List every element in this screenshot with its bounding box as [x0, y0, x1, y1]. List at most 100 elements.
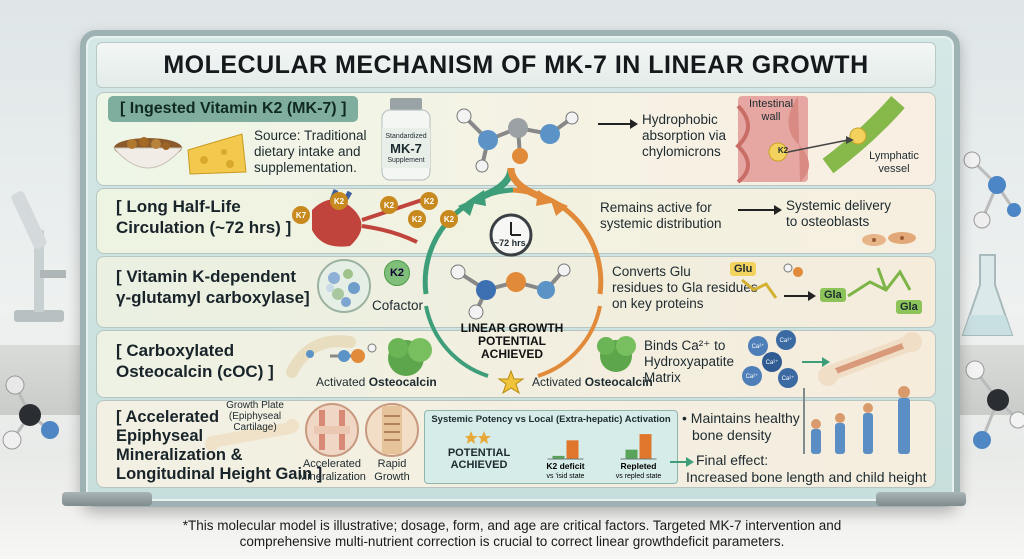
- branch-arrows: [466, 167, 556, 206]
- row5-header-line-4: Longitudinal Height Gain ]: [116, 465, 323, 483]
- row1-source-line-3: supplementation.: [254, 160, 357, 175]
- microscope-icon: [11, 191, 66, 322]
- arrow-right-icon: [598, 119, 638, 129]
- ca-ion: Ca²⁺: [778, 368, 798, 388]
- k2-token: K7: [292, 206, 310, 224]
- arrow-right-icon: [784, 291, 816, 301]
- potential-stars-icon: [465, 431, 491, 444]
- arrow-right-icon: [802, 357, 830, 367]
- row5-final-line-1: Final effect:: [696, 452, 769, 468]
- star-icon: [497, 369, 525, 395]
- row4-binds-line-2: Hydroxyapatite: [644, 354, 735, 369]
- row2-systemic: Remains active for systemic distribution: [600, 200, 760, 232]
- supplement-bottle-icon: [381, 98, 431, 181]
- row4-binds-line-3: Matrix: [644, 370, 681, 385]
- center-caption-line-1: LINEAR GROWTH: [460, 321, 564, 335]
- row5-maintains: • Maintains healthy bone density: [682, 410, 842, 444]
- row1-absorption-line-1: Hydrophobic: [642, 112, 718, 127]
- row4-header-line-1: [ Carboxylated: [116, 341, 235, 360]
- mk7-molecule-icon: [456, 108, 579, 173]
- row2-header-line-2: Circulation (~72 hrs) ]: [116, 218, 292, 237]
- molecule-model-left-icon: [2, 375, 59, 450]
- intestinal-wall-label: Intestinal wall: [736, 98, 806, 124]
- row5-final-line-2: Increased bone length and child height: [686, 469, 927, 485]
- row5-maintains-line-1: • Maintains healthy: [682, 410, 800, 426]
- center-molecule-icon: [450, 263, 571, 320]
- intestine-k2-label: K2: [777, 146, 789, 155]
- lymphatic-line-1: Lymphatic: [869, 150, 919, 162]
- potential-line-2: ACHIEVED: [450, 459, 508, 471]
- row1-source-line-2: dietary intake and: [254, 144, 361, 159]
- activated-prefix: Activated: [532, 375, 585, 389]
- lymphatic-label: Lymphatic vessel: [862, 150, 926, 176]
- arrow-right-icon: [670, 457, 694, 467]
- chart-bar: [552, 455, 565, 459]
- row3-header-line-2: γ-glutamyl carboxylase]: [116, 288, 310, 307]
- row2-header-line-1: [ Long Half-Life: [116, 197, 241, 216]
- row3-converts: Converts Glu residues to Gla residues on…: [612, 264, 792, 312]
- growth-plate-label: Growth Plate (Epiphyseal Cartilage): [216, 400, 294, 433]
- ca-ion: Ca²⁺: [748, 336, 768, 356]
- intestinal-wall-line-1: Intestinal: [748, 98, 794, 110]
- bone-joint-icon: [286, 335, 356, 378]
- cheese-icon: [187, 133, 247, 175]
- accelerated-label: Accelerated Mineralization: [296, 458, 368, 484]
- footnote-line-2: comprehensive multi-nutrient correction …: [239, 534, 785, 549]
- footnote: *This molecular model is illustrative; d…: [150, 518, 874, 550]
- row1-absorption-line-3: chylomicrons: [642, 144, 721, 159]
- chart-category-sublabel: vs 'isid state: [547, 473, 585, 480]
- molecule-model-right-bottom-icon: [965, 360, 1024, 449]
- chart-title: Systemic Potency vs Local (Extra-hepatic…: [431, 414, 671, 425]
- row1-absorption: Hydrophobic absorption via chylomicrons: [642, 112, 742, 160]
- bottle-label-line-2: MK-7: [390, 141, 422, 156]
- row2-delivery-line-1: Systemic delivery: [786, 198, 892, 213]
- row2-delivery: Systemic delivery to osteoblasts: [786, 198, 916, 230]
- row4-binds-line-1: Binds Ca²⁺ to: [644, 338, 726, 353]
- bottle-label: Standardized MK-7 Supplement: [380, 132, 432, 166]
- row1-header: [ Ingested Vitamin K2 (MK-7) ]: [108, 96, 359, 122]
- rapid-label: Rapid Growth: [364, 458, 420, 484]
- footnote-line-1: *This molecular model is illustrative; d…: [182, 518, 842, 533]
- children-growth-icon: [803, 386, 910, 454]
- lymphatic-line-2: vessel: [878, 163, 910, 175]
- page-title: MOLECULAR MECHANISM OF MK-7 IN LINEAR GR…: [96, 42, 936, 88]
- row5-header-line-2: Epiphyseal: [116, 427, 204, 445]
- row4-binds: Binds Ca²⁺ to Hydroxyapatite Matrix: [644, 338, 754, 386]
- board-stand-right: [876, 492, 966, 506]
- row5-final: Final effect: Increased bone length and …: [686, 452, 936, 486]
- row2-header: [ Long Half-Life Circulation (~72 hrs) ]: [116, 196, 306, 238]
- row4-activated-center: Activated Osteocalcin: [532, 376, 653, 389]
- activated-prefix: Activated: [316, 375, 369, 389]
- osteocalcin-bold: Osteocalcin: [584, 375, 653, 389]
- row2-systemic-line-2: systemic distribution: [600, 216, 722, 231]
- row3-converts-line-1: Converts Glu: [612, 264, 691, 279]
- gla-label-2: Gla: [896, 300, 922, 314]
- small-molecule-icon: [783, 263, 803, 277]
- center-caption-line-3: ACHIEVED: [480, 347, 543, 361]
- row3-converts-line-3: on key proteins: [612, 296, 704, 311]
- accelerated-line-1: Accelerated: [302, 458, 362, 470]
- row4-activated-left: Activated Osteocalcin: [316, 376, 437, 389]
- row4-header-line-2: Osteocalcin (cOC) ]: [116, 362, 274, 381]
- k2-token: K2: [420, 192, 438, 210]
- potential-achieved-label: POTENTIAL ACHIEVED: [431, 447, 527, 471]
- rapid-line-2: Growth: [374, 471, 410, 483]
- intestinal-wall-line-2: wall: [761, 111, 781, 123]
- rapid-growth-circle-icon: [365, 403, 419, 457]
- chart-bar: [625, 449, 638, 459]
- chart-category-label: Repleted: [621, 461, 657, 471]
- chart-bar: [566, 440, 579, 459]
- growth-plate-bone-icon: [205, 419, 299, 451]
- ca-ion: Ca²⁺: [742, 366, 762, 386]
- osteoblast-cells-icon: [862, 232, 916, 246]
- flask-icon: [961, 254, 1014, 336]
- row1-absorption-line-2: absorption via: [642, 128, 727, 143]
- row2-delivery-line-2: to osteoblasts: [786, 214, 870, 229]
- row5-header-line-1: [ Accelerated: [116, 408, 220, 426]
- molecule-model-right-icon: [963, 151, 1021, 229]
- ca-ion: Ca²⁺: [762, 352, 782, 372]
- bottle-label-line-1: Standardized: [385, 133, 427, 140]
- ca-ion: Ca²⁺: [776, 330, 796, 350]
